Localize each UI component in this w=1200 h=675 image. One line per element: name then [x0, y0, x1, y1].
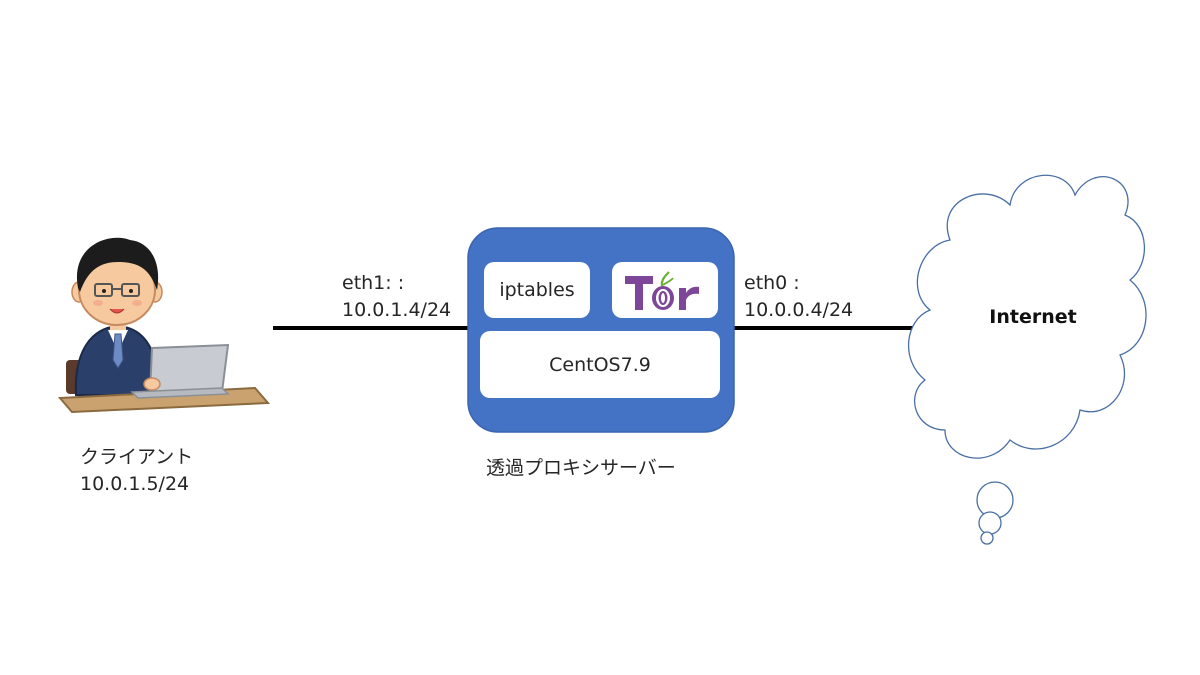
- tor-logo: Tor: [623, 266, 707, 314]
- client-name-label: クライアント: [80, 446, 194, 468]
- eth0-interface-label: eth0 :: [744, 272, 800, 294]
- cloud-bubble-small: [980, 531, 994, 545]
- tor-box: Tor: [612, 262, 718, 318]
- centos-box: CentOS7.9: [480, 331, 720, 398]
- tor-logo-icon: [625, 271, 699, 310]
- eth1-interface-label: eth1: :: [342, 272, 405, 294]
- eth1-ip-label: 10.0.1.4/24: [342, 299, 452, 321]
- internet-cloud: [908, 174, 1147, 545]
- client-ip-label: 10.0.1.5/24: [80, 473, 190, 495]
- internet-label: Internet: [989, 306, 1077, 328]
- tor-logo-text: Tor: [707, 266, 708, 267]
- proxy-server-box: [467, 227, 735, 433]
- iptables-label: iptables: [499, 279, 575, 301]
- proxy-server-caption: 透過プロキシサーバー: [486, 457, 676, 479]
- iptables-box: iptables: [484, 262, 590, 318]
- eth0-ip-label: 10.0.0.4/24: [744, 299, 854, 321]
- client-illustration: [57, 237, 271, 414]
- os-label: CentOS7.9: [549, 353, 651, 376]
- cloud-bubble-medium: [978, 511, 1002, 535]
